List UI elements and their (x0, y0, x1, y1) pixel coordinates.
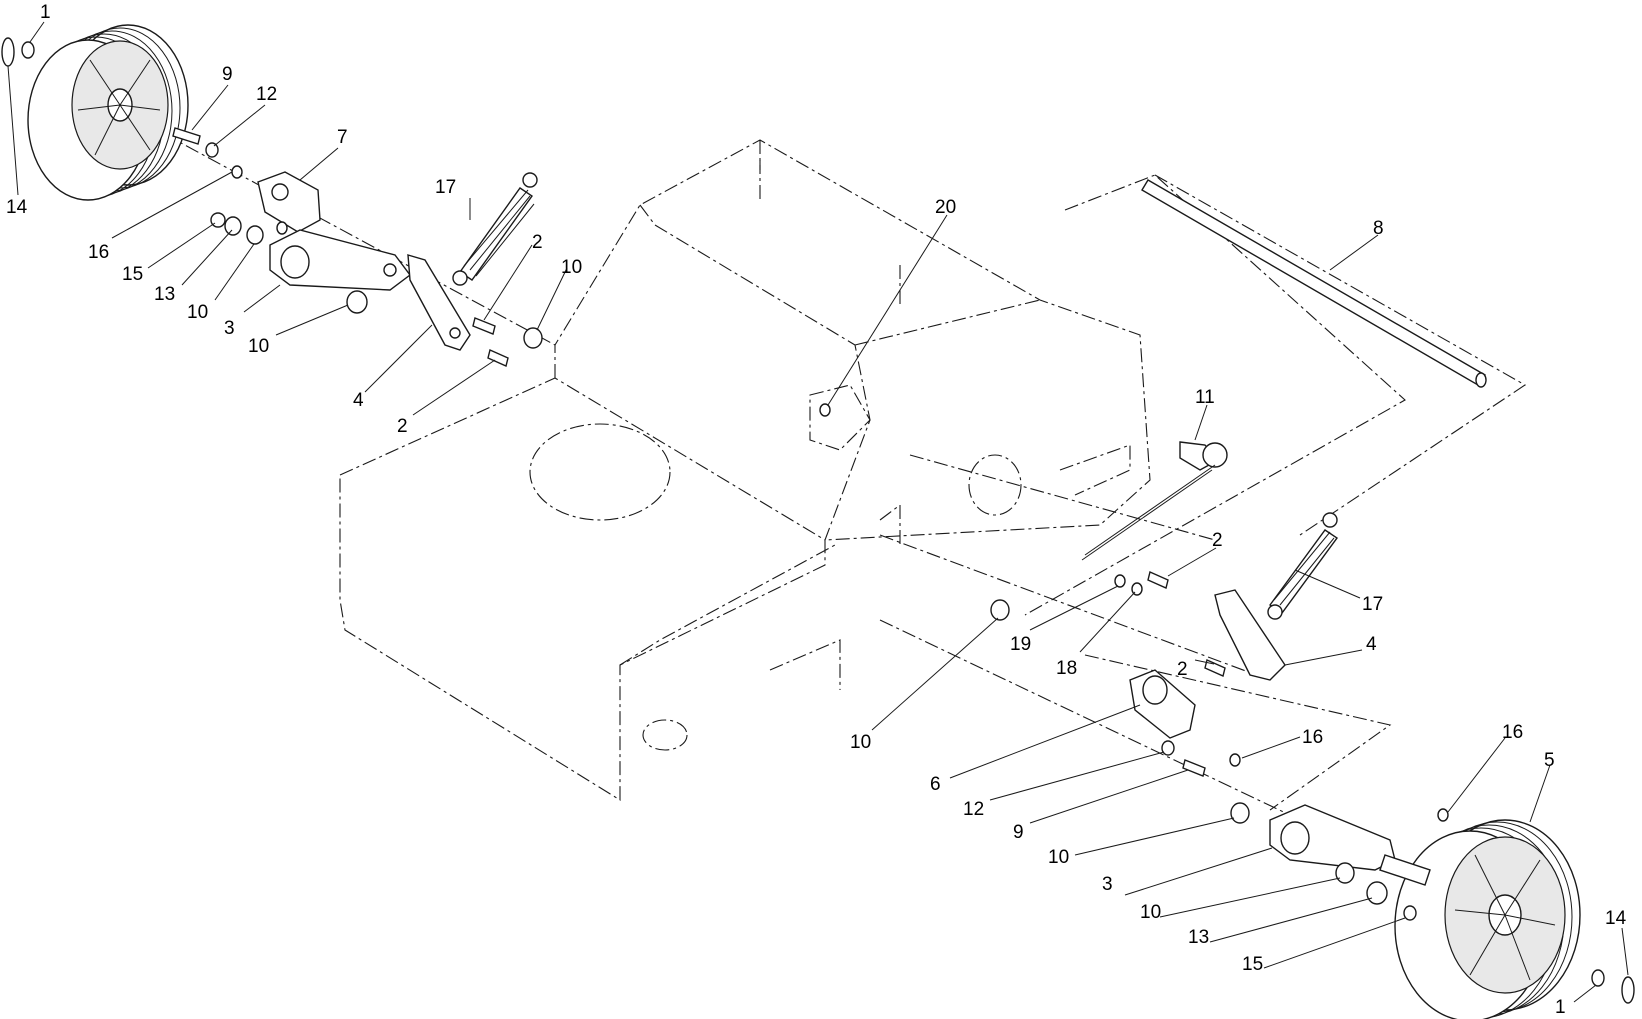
callout-7: 7 (337, 127, 348, 148)
hardware (1, 37, 1635, 1004)
callout-19: 19 (1010, 634, 1031, 655)
callout-2: 2 (1177, 659, 1188, 680)
callout-10: 10 (561, 257, 582, 278)
wheel-right (1394, 819, 1581, 1019)
callout-2: 2 (397, 416, 408, 437)
callout-16: 16 (1502, 722, 1523, 743)
callout-4: 4 (353, 390, 364, 411)
callout-2: 2 (532, 232, 543, 253)
callout-3: 3 (224, 318, 235, 339)
spring-lower (1267, 512, 1338, 620)
callout-10: 10 (1140, 902, 1161, 923)
leader-lines (7, 21, 1629, 1003)
callout-1: 1 (1555, 997, 1566, 1018)
callout-17: 17 (1362, 594, 1383, 615)
callout-3: 3 (1102, 874, 1113, 895)
left-linkage (257, 171, 471, 351)
callout-12: 12 (256, 84, 277, 105)
callout-13: 13 (1188, 927, 1209, 948)
callout-2: 2 (1212, 530, 1223, 551)
callout-10: 10 (1048, 847, 1069, 868)
callout-15: 15 (122, 264, 143, 285)
callout-6: 6 (930, 774, 941, 795)
callout-1: 1 (40, 2, 51, 23)
rod-assembly-outline (1024, 174, 1527, 811)
spring-upper (452, 172, 538, 286)
callout-9: 9 (222, 64, 233, 85)
callout-11: 11 (1195, 387, 1215, 408)
callout-9: 9 (1013, 822, 1024, 843)
callout-4: 4 (1366, 634, 1377, 655)
callout-17: 17 (435, 177, 456, 198)
callout-14: 14 (1605, 908, 1627, 929)
callout-16: 16 (88, 242, 109, 263)
callout-10: 10 (248, 336, 269, 357)
callout-14: 14 (6, 197, 28, 218)
axle-rod (1141, 179, 1487, 388)
callout-10: 10 (187, 302, 208, 323)
callout-8: 8 (1373, 218, 1384, 239)
callout-5: 5 (1544, 750, 1555, 771)
deck-housing (339, 139, 1151, 801)
cable (1081, 464, 1216, 561)
wheel-left (27, 24, 189, 201)
callout-18: 18 (1056, 658, 1077, 679)
callout-10: 10 (850, 732, 871, 753)
callout-12: 12 (963, 799, 984, 820)
callout-20: 20 (935, 197, 956, 218)
right-linkage (1129, 589, 1431, 886)
callout-13: 13 (154, 284, 175, 305)
callout-16: 16 (1302, 727, 1323, 748)
callout-15: 15 (1242, 954, 1263, 975)
callout-labels: 1 14 9 12 7 17 16 15 13 10 3 10 2 10 4 2… (6, 2, 1627, 1018)
